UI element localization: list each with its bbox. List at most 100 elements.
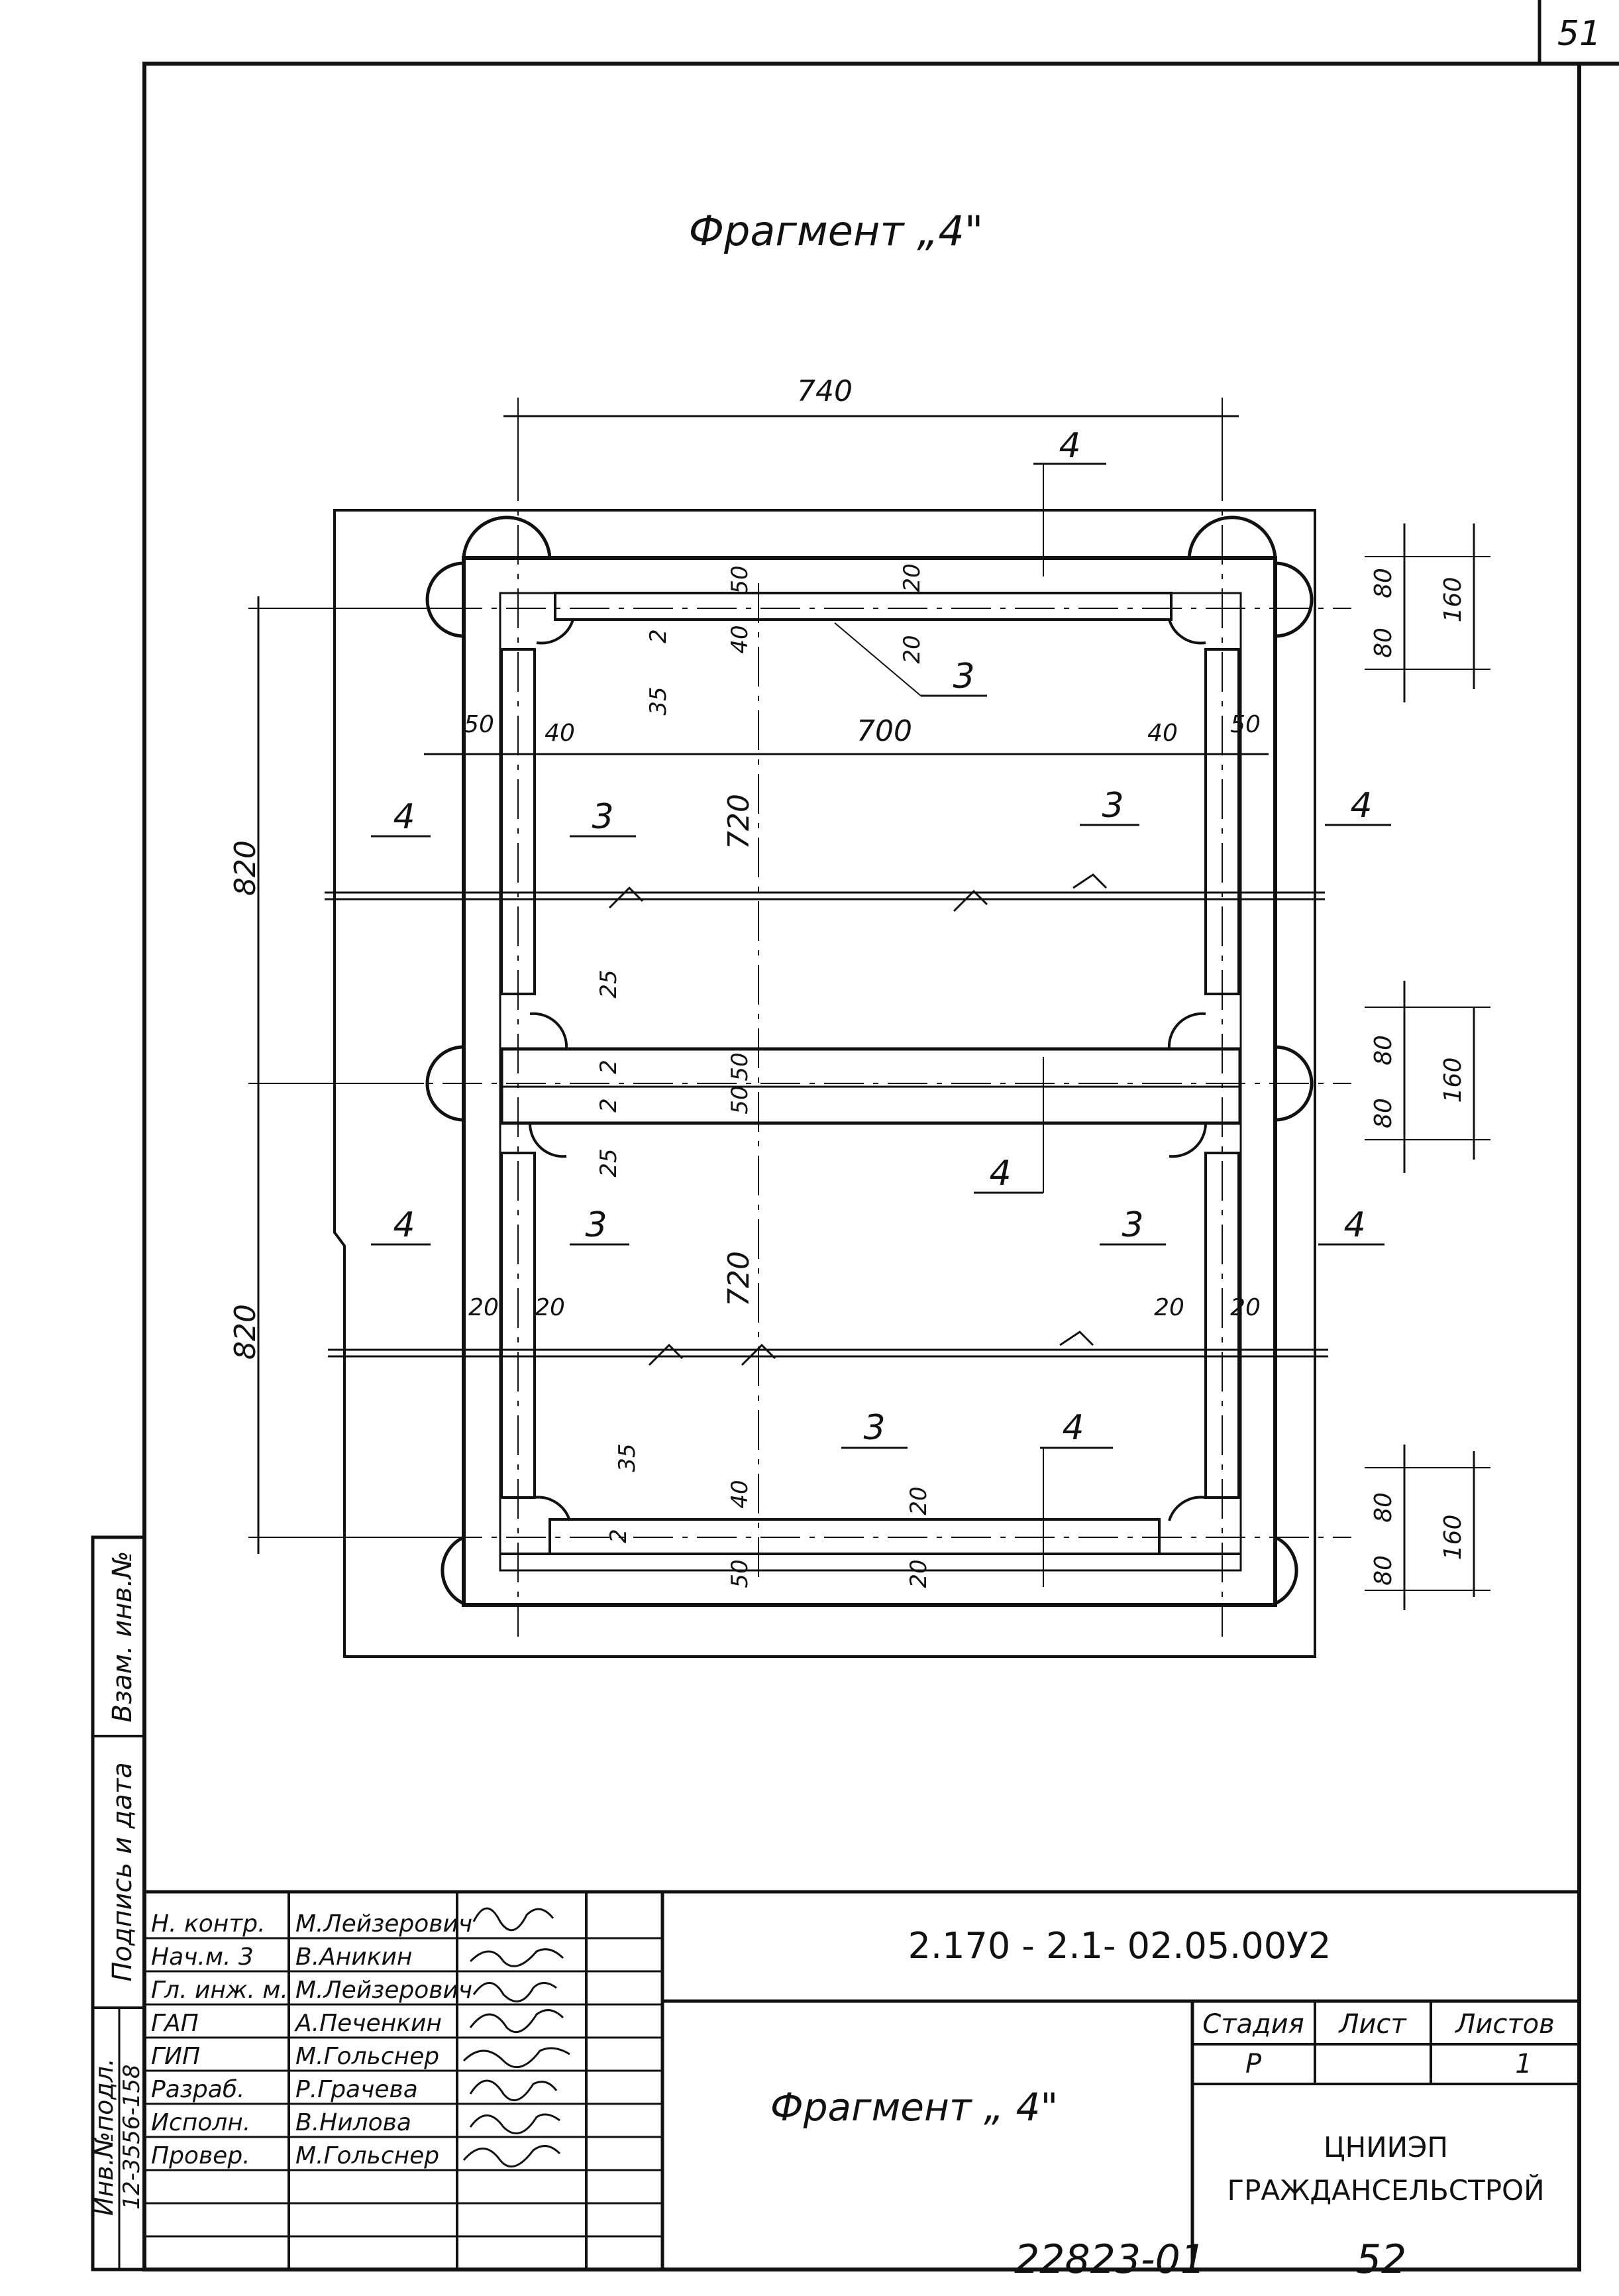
dim-top-35: 35 <box>645 686 672 715</box>
dim-inner-width: 700 <box>857 714 912 748</box>
sheet-header: Лист <box>1337 2009 1407 2040</box>
callout-lower-right-3: 3 <box>1122 1205 1143 1245</box>
dim-mid-2b: 2 <box>596 1098 622 1113</box>
dim-top-20a: 20 <box>899 563 925 592</box>
dim-mid-2a: 2 <box>596 1060 622 1074</box>
dim-bot-20b: 20 <box>906 1559 932 1588</box>
callout-lower-left-3: 3 <box>585 1205 607 1245</box>
inv-no-label: Инв.№подл. <box>89 2058 119 2216</box>
dim-top-40: 40 <box>727 625 753 653</box>
dim-bot-160: 160 <box>1439 1515 1467 1560</box>
dim-left-40: 40 <box>545 720 575 747</box>
tb-name-5: Р.Грачева <box>295 2076 418 2103</box>
tb-role-4: ГИП <box>151 2043 200 2070</box>
member-callouts: 4 3 4 3 3 4 4 4 3 3 4 3 4 <box>393 426 1372 1448</box>
tb-name-2: М.Лейзерович <box>295 1977 472 2004</box>
tb-role-2: Гл. инж. м. <box>151 1977 288 2004</box>
callout-upper-right-3: 3 <box>1102 786 1123 826</box>
callout-top-4: 4 <box>1059 426 1080 466</box>
inv-no-value: 12-3556-158 <box>119 2064 145 2209</box>
dim-bot-80b: 80 <box>1370 1555 1397 1586</box>
anchor-plates <box>425 516 1314 1606</box>
callout-mid-4: 4 <box>989 1154 1011 1193</box>
tb-name-3: А.Печенкин <box>294 2010 442 2037</box>
dim-mid-25b: 25 <box>596 1148 622 1177</box>
dim-right-50: 50 <box>1230 711 1261 738</box>
callout-lower-right-4: 4 <box>1343 1205 1365 1245</box>
dim-top-160: 160 <box>1439 577 1467 623</box>
dim-inner-height-lower: 720 <box>722 1251 756 1307</box>
callout-bottom-4: 4 <box>1062 1408 1084 1448</box>
dim-top-80b: 80 <box>1370 628 1397 658</box>
dim-span-upper: 820 <box>229 840 262 896</box>
callout-bottom-3: 3 <box>863 1408 885 1448</box>
tb-role-1: Нач.м. 3 <box>151 1943 254 1971</box>
dim-mid-50a: 50 <box>727 1052 753 1081</box>
dim-inner-height-upper: 720 <box>722 794 756 849</box>
sheet-title: Фрагмент „ 4" <box>770 2085 1058 2130</box>
archive-number: 22823-01 <box>1014 2236 1206 2283</box>
dim-bot-35: 35 <box>614 1443 641 1472</box>
dim-side-20-ll: 20 <box>468 1294 499 1321</box>
break-lines <box>325 873 1328 1366</box>
slab-outline <box>333 509 1316 1658</box>
stage-value: Р <box>1245 2049 1262 2079</box>
plan-drawing: 740 700 50 40 40 50 820 820 720 720 80 8… <box>229 374 1490 1658</box>
callout-upper-right-4: 4 <box>1350 786 1372 826</box>
sign-date-label: Подпись и дата <box>107 1762 138 1981</box>
drawing-code: 2.170 - 2.1- 02.05.00У2 <box>908 1925 1332 1967</box>
dim-span-lower: 820 <box>229 1304 262 1360</box>
dim-bot-2: 2 <box>605 1529 632 1543</box>
title-block: Н. контр. М.Лейзерович Нач.м. 3 В.Аникин… <box>142 1890 1581 2271</box>
dim-bot-80a: 80 <box>1370 1492 1397 1523</box>
callout-upper-left-4: 4 <box>393 797 415 837</box>
org-line1: ЦНИИЭП <box>1324 2131 1448 2163</box>
tb-name-0: М.Лейзерович <box>295 1910 472 1938</box>
dim-top-20b: 20 <box>899 635 925 663</box>
side-stamp: Взам. инв.№ Подпись и дата Инв.№подл. 12… <box>89 1535 146 2271</box>
tb-role-7: Провер. <box>151 2142 250 2169</box>
tb-role-6: Исполн. <box>151 2109 250 2136</box>
dim-mid-25a: 25 <box>596 969 622 998</box>
stage-header: Стадия <box>1202 2009 1304 2040</box>
replace-inv-label: Взам. инв.№ <box>107 1551 138 1723</box>
axis-lines <box>252 398 1351 1637</box>
page-reference: 52 <box>1356 2236 1406 2283</box>
tb-name-6: В.Нилова <box>295 2109 411 2136</box>
dim-top-80a: 80 <box>1370 568 1397 598</box>
dimension-labels: 740 700 50 40 40 50 820 820 720 720 80 8… <box>229 374 1467 1588</box>
dim-mid-80b: 80 <box>1370 1098 1397 1128</box>
dim-top-2: 2 <box>645 629 672 643</box>
callout-upper-left-3: 3 <box>592 797 613 837</box>
dim-side-20-rr: 20 <box>1230 1294 1261 1321</box>
page-number-box: 51 <box>1538 0 1601 64</box>
dim-left-50: 50 <box>464 711 494 738</box>
tb-role-0: Н. контр. <box>151 1910 266 1938</box>
page-number: 51 <box>1557 14 1601 54</box>
dim-overall-width: 740 <box>797 374 853 408</box>
tb-name-4: М.Гольснер <box>295 2043 439 2070</box>
signatures <box>462 1907 570 2167</box>
sheets-value: 1 <box>1515 2049 1532 2079</box>
tb-role-3: ГАП <box>151 2010 199 2037</box>
dim-bot-20a: 20 <box>906 1486 932 1515</box>
callout-lower-left-4: 4 <box>393 1205 415 1245</box>
dim-top-50: 50 <box>727 565 753 594</box>
drawing-title: Фрагмент „4" <box>689 207 984 255</box>
dimension-lines <box>248 398 1490 1610</box>
org-line2: ГРАЖДАНСЕЛЬСТРОЙ <box>1227 2173 1544 2207</box>
dim-side-20-lr: 20 <box>535 1294 565 1321</box>
dim-mid-80a: 80 <box>1370 1035 1397 1066</box>
dim-right-40: 40 <box>1147 720 1178 747</box>
tb-name-1: В.Аникин <box>295 1943 412 1971</box>
sheets-header: Листов <box>1454 2009 1554 2040</box>
dim-side-20-rl: 20 <box>1154 1294 1184 1321</box>
dim-mid-160: 160 <box>1439 1058 1467 1103</box>
dim-mid-50b: 50 <box>727 1085 753 1114</box>
tb-role-5: Разраб. <box>151 2076 244 2103</box>
tb-name-7: М.Гольснер <box>295 2142 439 2169</box>
dim-bot-40: 40 <box>727 1480 753 1508</box>
callout-top-3: 3 <box>953 657 974 696</box>
dim-bot-50: 50 <box>727 1559 753 1588</box>
